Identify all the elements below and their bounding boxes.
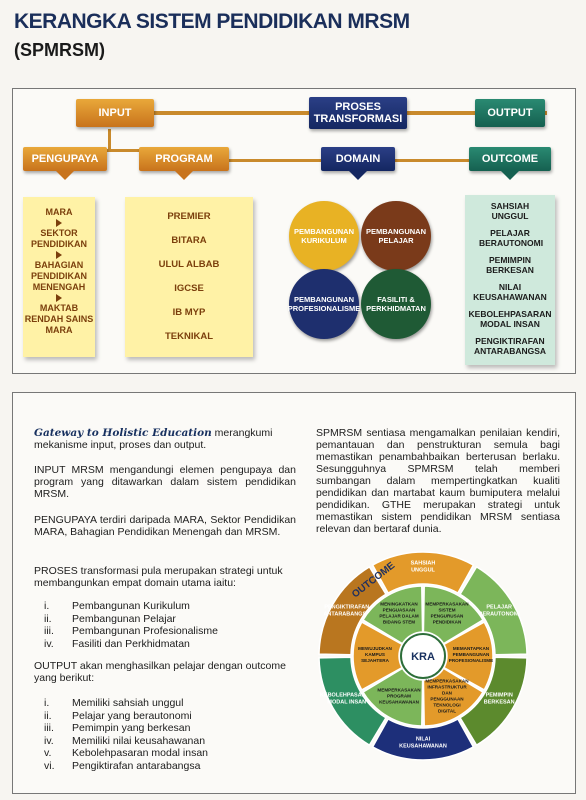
list-item: ii.Pelajar yang berautonomi <box>44 709 192 722</box>
output-header: OUTPUT <box>475 99 545 127</box>
list-item: iii.Pemimpin yang berkesan <box>44 722 191 735</box>
output-paragraph: OUTPUT akan menghasilkan pelajar dengan … <box>34 660 286 684</box>
program-item: BITARA <box>171 235 207 246</box>
domain-notch <box>349 171 367 180</box>
outcome-item: SAHSIAH UNGGUL <box>490 201 530 221</box>
program-item: TEKNIKAL <box>164 331 214 342</box>
right-paragraph: SPMRSM sentiasa mengamalkan penilaian ke… <box>316 427 560 535</box>
output-list: i.Memiliki sahsiah unggul ii.Pelajar yan… <box>44 697 208 773</box>
framework-panel: INPUT PROSES TRANSFORMASI OUTPUT PENGUPA… <box>12 88 576 374</box>
input-header: INPUT <box>76 99 154 127</box>
wheel-inner-segment <box>352 621 404 691</box>
list-item: iv.Fasiliti dan Perkhidmatan <box>44 637 190 650</box>
gateway-title: Gateway to Holistic Education <box>34 427 212 439</box>
kra-center-label: KRA <box>411 651 435 663</box>
intro-paragraph: Gateway to Holistic Education merangkumi… <box>34 427 273 451</box>
pengupaya-notch <box>56 171 74 180</box>
outcome-notch <box>501 171 519 180</box>
program-header: PROGRAM <box>139 147 229 171</box>
domain-fasiliti: FASILITI & PERKHIDMATAN <box>361 269 431 339</box>
pengupaya-item: BAHAGIAN PENDIDIKAN MENENGAH <box>30 260 87 292</box>
branch-connector <box>51 149 211 152</box>
arrow-right-icon <box>56 251 62 259</box>
list-item: v.Kebolehpasaran modal insan <box>44 747 209 760</box>
outcome-item: PENGIKTIRAFAN ANTARABANGSA <box>473 336 547 356</box>
proses-header: PROSES TRANSFORMASI <box>309 97 407 129</box>
domain-kurikulum: PEMBANGUNAN KURIKULUM <box>289 201 359 271</box>
program-item: PREMIER <box>167 211 211 222</box>
wheel-inner-segment <box>442 621 494 691</box>
program-box: PREMIER BITARA ULUL ALBAB IGCSE IB MYP T… <box>125 197 253 357</box>
page-title: KERANGKA SISTEM PENDIDIKAN MRSM <box>14 10 410 33</box>
list-item: iii.Pembangunan Profesionalisme <box>44 625 218 638</box>
wheel-outer-segment <box>459 565 528 656</box>
program-item: IGCSE <box>174 283 204 294</box>
arrow-right-icon <box>56 219 62 227</box>
branch-vertical <box>108 129 111 151</box>
pengupaya-item: MAKTAB RENDAH SAINS MARA <box>24 303 94 335</box>
outcome-item: KEBOLEHPASARAN MODAL INSAN <box>468 309 552 329</box>
domain-pelajar: PEMBANGUNAN PELAJAR <box>361 201 431 271</box>
wheel-outer-segment <box>371 551 475 595</box>
wheel-outer-segment <box>459 656 528 747</box>
kra-center <box>400 633 446 679</box>
pengupaya-header: PENGUPAYA <box>23 147 107 171</box>
outcome-item: PEMIMPIN BERKESAN <box>486 255 534 275</box>
wheel-inner-segment <box>361 585 424 645</box>
list-item: ii.Pembangunan Pelajar <box>44 612 176 625</box>
wheel-inner-segment <box>422 585 485 645</box>
program-item: ULUL ALBAB <box>158 259 220 270</box>
program-item: IB MYP <box>172 307 206 318</box>
input-paragraph: INPUT MRSM mengandungi elemen pengupaya … <box>34 464 296 500</box>
page-subtitle: (SPMRSM) <box>14 40 105 60</box>
outcome-header: OUTCOME <box>469 147 551 171</box>
wheel-outer-segment <box>318 565 387 656</box>
pengupaya-item: MARA <box>45 207 73 217</box>
domain-profesionalisme: PEMBANGUNAN PROFESIONALISME <box>288 269 360 339</box>
wheel-outer-segment <box>371 717 475 761</box>
outcome-box: SAHSIAH UNGGUL PELAJAR BERAUTONOMI PEMIM… <box>465 195 555 365</box>
pengupaya-box: MARA SEKTOR PENDIDIKAN BAHAGIAN PENDIDIK… <box>23 197 95 357</box>
outcome-item: PELAJAR BERAUTONOMI <box>479 228 544 248</box>
list-item: vi.Pengiktirafan antarabangsa <box>44 759 201 772</box>
program-notch <box>175 171 193 180</box>
proses-paragraph: PROSES transformasi pula merupakan strat… <box>34 565 283 589</box>
arrow-right-icon <box>56 294 62 302</box>
pengupaya-item: SEKTOR PENDIDIKAN <box>30 228 87 249</box>
list-item: i.Pembangunan Kurikulum <box>44 600 190 612</box>
pengupaya-paragraph: PENGUPAYA terdiri daripada MARA, Sektor … <box>34 514 296 538</box>
domain-header: DOMAIN <box>321 147 395 171</box>
wheel-outer-segment <box>318 656 387 747</box>
outcome-item: NILAI KEUSAHAWANAN <box>473 282 547 302</box>
wheel-inner-segment <box>422 667 485 727</box>
wheel-inner-segment <box>361 667 424 727</box>
proses-list: i.Pembangunan Kurikulum ii.Pembangunan P… <box>44 600 218 650</box>
list-item: iv.Memiliki nilai keusahawanan <box>44 734 206 747</box>
list-item: i.Memiliki sahsiah unggul <box>44 697 184 709</box>
